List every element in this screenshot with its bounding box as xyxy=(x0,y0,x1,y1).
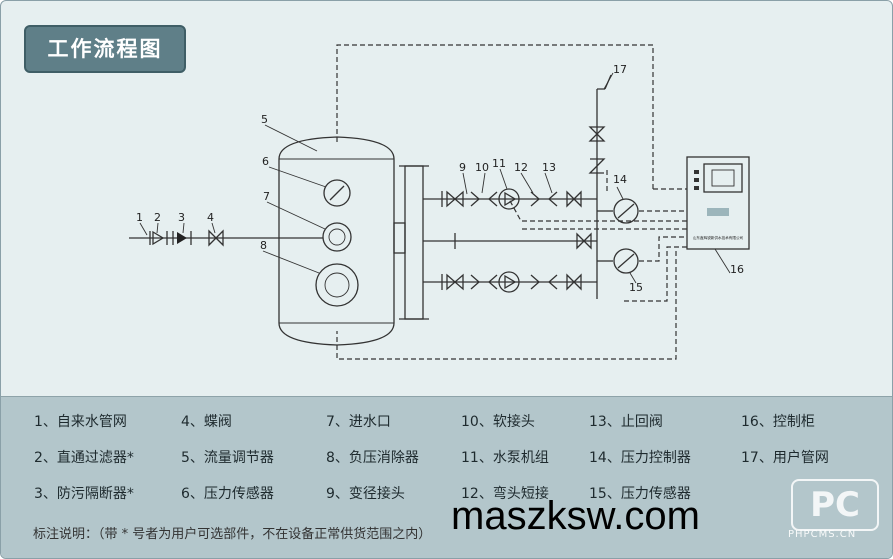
site-logo-caption: PHPCMS.CN xyxy=(788,529,857,540)
callout-13: 13 xyxy=(542,161,556,174)
pressure-sensor-icon xyxy=(613,248,639,274)
watermark-text: maszksw.com xyxy=(451,494,700,538)
legend-item: 16、控制柜 xyxy=(741,414,815,430)
legend-item: 15、压力传感器 xyxy=(589,486,691,502)
callout-8: 8 xyxy=(260,239,267,252)
callout-15: 15 xyxy=(629,281,643,294)
callout-9: 9 xyxy=(459,161,466,174)
legend-item: 10、软接头 xyxy=(461,414,535,430)
legend-item: 11、水泵机组 xyxy=(461,450,549,466)
callout-17: 17 xyxy=(613,63,627,76)
inlet-flange-icon xyxy=(322,222,352,252)
inlet-line xyxy=(129,229,323,247)
legend-item: 2、直通过滤器* xyxy=(34,450,134,466)
callout-4: 4 xyxy=(207,211,214,224)
legend-item: 14、压力控制器 xyxy=(589,450,691,466)
callout-6: 6 xyxy=(262,155,269,168)
callout-11: 11 xyxy=(492,157,506,170)
legend-item: 1、自来水管网 xyxy=(34,414,127,430)
callout-labels: 1 2 3 4 5 6 7 8 9 10 11 12 13 14 15 16 1… xyxy=(136,63,744,294)
tank-pressure-gauge-icon xyxy=(323,179,351,207)
site-logo: PC xyxy=(791,479,879,531)
legend-panel xyxy=(1,396,892,558)
legend-item: 6、压力传感器 xyxy=(181,486,274,502)
bypass-row xyxy=(423,232,597,250)
legend-item: 13、止回阀 xyxy=(589,414,663,430)
legend-item: 7、进水口 xyxy=(326,414,391,430)
manifold xyxy=(393,165,429,320)
callout-1: 1 xyxy=(136,211,143,224)
callout-5: 5 xyxy=(261,113,268,126)
legend-item: 9、变径接头 xyxy=(326,486,405,502)
legend-item: 12、弯头短接 xyxy=(461,486,549,502)
callout-10: 10 xyxy=(475,161,489,174)
vacuum-eliminator-icon xyxy=(315,263,359,307)
flow-diagram: .ln { stroke:#333; stroke-width:1.3; fil… xyxy=(129,44,750,360)
pump-row-top xyxy=(423,188,597,210)
legend-note: 标注说明：（带 * 号者为用户可选部件，不在设备正常供货范围之内） xyxy=(33,527,432,542)
pressure-controller-icon xyxy=(613,198,639,224)
page-title: 工作流程图 xyxy=(24,25,186,73)
legend-item: 4、蝶阀 xyxy=(181,414,232,430)
legend-item: 3、防污隔断器* xyxy=(34,486,134,502)
control-cabinet: 山东鑫辉锐新供水技术有限公司 xyxy=(686,156,750,250)
callout-7: 7 xyxy=(263,190,270,203)
callout-3: 3 xyxy=(178,211,185,224)
legend-item: 8、负压消除器 xyxy=(326,450,419,466)
callout-12: 12 xyxy=(514,161,528,174)
callout-2: 2 xyxy=(154,211,161,224)
pump-row-bottom xyxy=(423,271,597,293)
callout-16: 16 xyxy=(730,263,744,276)
legend-item: 17、用户管网 xyxy=(741,450,829,466)
pressure-tank xyxy=(278,136,395,346)
cabinet-label: 山东鑫辉锐新供水技术有限公司 xyxy=(693,235,744,240)
outlet-riser xyxy=(588,74,639,299)
legend-item: 5、流量调节器 xyxy=(181,450,274,466)
leader-lines xyxy=(139,72,731,284)
callout-14: 14 xyxy=(613,173,627,186)
